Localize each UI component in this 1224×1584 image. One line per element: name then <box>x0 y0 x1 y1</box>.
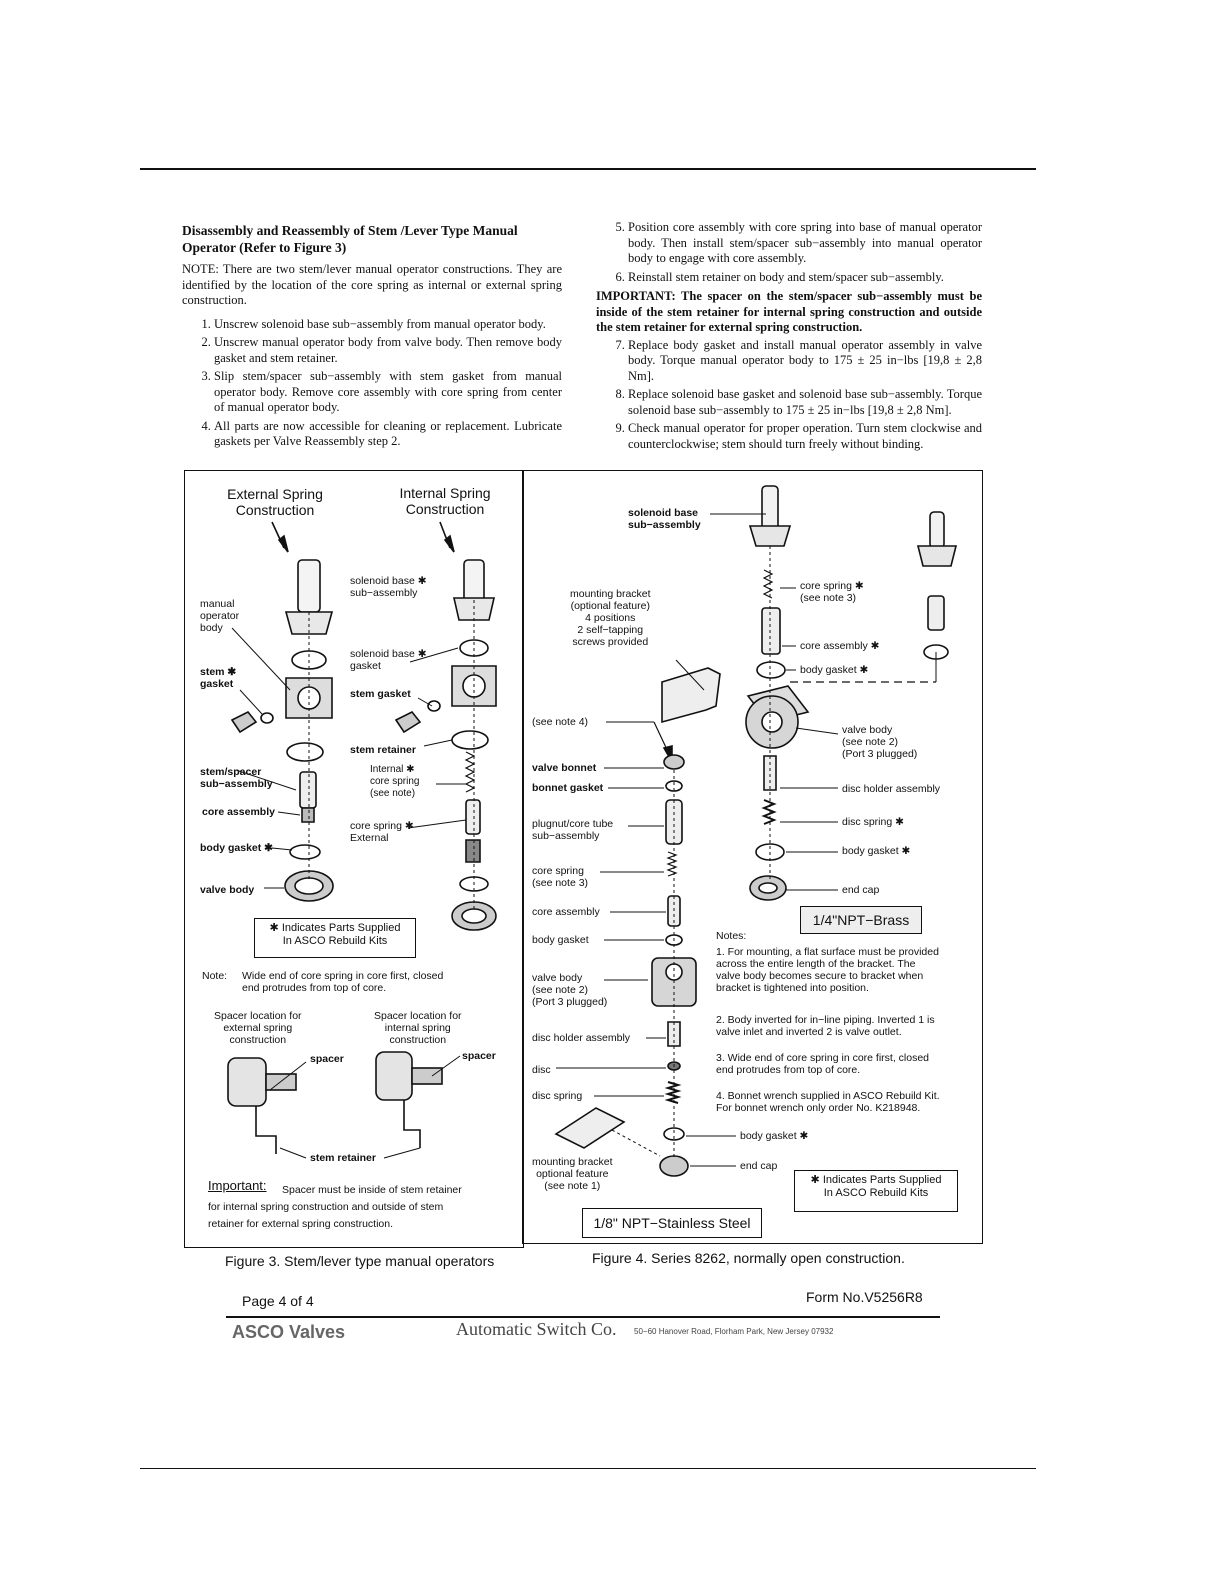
label-core-spring-top: core spring ✱ (see note 3) <box>800 580 864 604</box>
right-text-column: Position core assembly with core spring … <box>596 220 982 455</box>
note-3: 3. Wide end of core spring in core first… <box>716 1052 930 1076</box>
figure-3-frame <box>184 470 524 1248</box>
step-item: Replace body gasket and install manual o… <box>628 338 982 385</box>
label-bonnet-gasket: bonnet gasket <box>532 782 604 794</box>
construction-note: NOTE: There are two stem/lever manual op… <box>182 262 562 307</box>
label-see-note-4: (see note 4) <box>532 716 589 728</box>
spacer-label-internal: spacer <box>462 1050 496 1062</box>
step-item: Slip stem/spacer sub−assembly with stem … <box>214 369 562 416</box>
spacer-label-external: spacer <box>310 1053 344 1065</box>
internal-spring-heading: Internal Spring Construction <box>399 485 491 517</box>
label-valve-bonnet: valve bonnet <box>532 762 597 774</box>
section-heading: Disassembly and Reassembly of Stem /Leve… <box>182 223 518 255</box>
label-end-cap-right: end cap <box>842 884 880 896</box>
step-item: Reinstall stem retainer on body and stem… <box>628 270 982 286</box>
step-item: Unscrew manual operator body from valve … <box>214 335 562 366</box>
label-stem-gasket-internal: stem gasket <box>350 688 411 700</box>
stainless-size-badge: 1/8" NPT−Stainless Steel <box>582 1208 762 1238</box>
label-end-cap-bottom: end cap <box>740 1160 778 1172</box>
label-solenoid-base-gasket: solenoid base ✱ gasket <box>350 648 427 672</box>
step-item: All parts are now accessible for cleanin… <box>214 419 562 450</box>
label-valve-body-right: valve body (see note 2) (Port 3 plugged) <box>842 724 918 760</box>
page-number: Page 4 of 4 <box>242 1293 314 1309</box>
label-valve-body-left: valve body (see note 2) (Port 3 plugged) <box>532 972 608 1008</box>
label-body-gasket-right: body gasket ✱ <box>842 845 911 857</box>
supplied-parts-note-fig4: ✱ Indicates Parts Supplied In ASCO Rebui… <box>794 1170 958 1212</box>
brand-name: ASCO Valves <box>232 1322 346 1342</box>
label-manual-operator-body: manual operator body <box>200 598 240 634</box>
label-valve-body: valve body <box>200 884 255 896</box>
label-core-spring-left: core spring (see note 3) <box>532 865 589 889</box>
company-address: 50−60 Hanover Road, Florham Park, New Je… <box>634 1327 834 1336</box>
brass-size-badge: 1/4"NPT−Brass <box>800 906 922 934</box>
note-2: 2. Body inverted for in−line piping. Inv… <box>716 1014 935 1038</box>
label-internal-core-spring: Internal ✱ core spring (see note) <box>370 764 420 799</box>
figure-4-caption: Figure 4. Series 8262, normally open con… <box>592 1250 905 1266</box>
important-title: Important: <box>208 1178 267 1193</box>
company-name: Automatic Switch Co. <box>456 1319 617 1339</box>
step-item: Replace solenoid base gasket and solenoi… <box>628 387 982 418</box>
notes-title: Notes: <box>716 930 747 942</box>
note-4: 4. Bonnet wrench supplied in ASCO Rebuil… <box>716 1090 940 1114</box>
external-spring-heading: External Spring Construction <box>227 486 323 518</box>
footer-rule <box>226 1316 940 1318</box>
bottom-rule <box>140 1468 1036 1469</box>
label-core-spring-external: core spring ✱ External <box>350 820 414 844</box>
label-solenoid-base: solenoid base ✱ sub−assembly <box>350 575 427 599</box>
spacer-internal-caption: Spacer location for internal spring cons… <box>374 1010 462 1046</box>
fig3-note-text: Wide end of core spring in core first, c… <box>242 970 444 994</box>
figure-4-frame <box>522 470 983 1244</box>
reassembly-steps-a: Position core assembly with core spring … <box>596 220 982 285</box>
figure-3-caption: Figure 3. Stem/lever type manual operato… <box>225 1253 495 1269</box>
label-disc-spring-right: disc spring ✱ <box>842 816 904 828</box>
supplied-parts-note-fig3: ✱ Indicates Parts Supplied In ASCO Rebui… <box>254 918 416 958</box>
label-stem-retainer: stem retainer <box>350 744 416 756</box>
label-body-gasket: body gasket ✱ <box>200 842 273 854</box>
label-disc: disc <box>532 1064 551 1076</box>
label-body-gasket-top: body gasket ✱ <box>800 664 869 676</box>
label-body-gasket-bottom: body gasket ✱ <box>740 1130 809 1142</box>
reassembly-steps-b: Replace body gasket and install manual o… <box>596 338 982 453</box>
label-disc-holder-left: disc holder assembly <box>532 1032 631 1044</box>
label-stem-gasket: stem ✱ gasket <box>200 666 237 690</box>
label-plugnut-core-tube: plugnut/core tube sub−assembly <box>532 818 614 842</box>
label-disc-spring-left: disc spring <box>532 1090 583 1102</box>
label-solenoid-base-4: solenoid base sub−assembly <box>628 507 701 531</box>
label-core-assembly-left: core assembly <box>532 906 600 918</box>
fig3-note-label: Note: <box>202 970 228 982</box>
step-item: Position core assembly with core spring … <box>628 220 982 267</box>
disassembly-steps: Unscrew solenoid base sub−assembly from … <box>182 317 562 450</box>
form-number: Form No.V5256R8 <box>806 1289 923 1305</box>
step-item: Unscrew solenoid base sub−assembly from … <box>214 317 562 333</box>
step-item: Check manual operator for proper operati… <box>628 421 982 452</box>
important-text: Spacer must be inside of stem retainer f… <box>208 1184 462 1230</box>
stem-retainer-bottom-label: stem retainer <box>310 1152 376 1164</box>
label-core-assembly: core assembly <box>202 806 275 818</box>
label-stem-spacer: stem/spacer sub−assembly <box>200 766 273 790</box>
note-1: 1. For mounting, a flat surface must be … <box>716 946 939 994</box>
label-body-gasket-left: body gasket <box>532 934 589 946</box>
spacer-external-caption: Spacer location for external spring cons… <box>214 1010 302 1046</box>
important-notice: IMPORTANT: The spacer on the stem/spacer… <box>596 289 982 334</box>
label-mounting-bracket: mounting bracket (optional feature) 4 po… <box>570 588 651 648</box>
label-mounting-bracket-bottom: mounting bracket optional feature (see n… <box>532 1156 613 1192</box>
header-rule <box>140 168 1036 170</box>
left-text-column: Disassembly and Reassembly of Stem /Leve… <box>182 222 562 453</box>
label-core-assembly-top: core assembly ✱ <box>800 640 880 652</box>
label-disc-holder-right: disc holder assembly <box>842 783 941 795</box>
